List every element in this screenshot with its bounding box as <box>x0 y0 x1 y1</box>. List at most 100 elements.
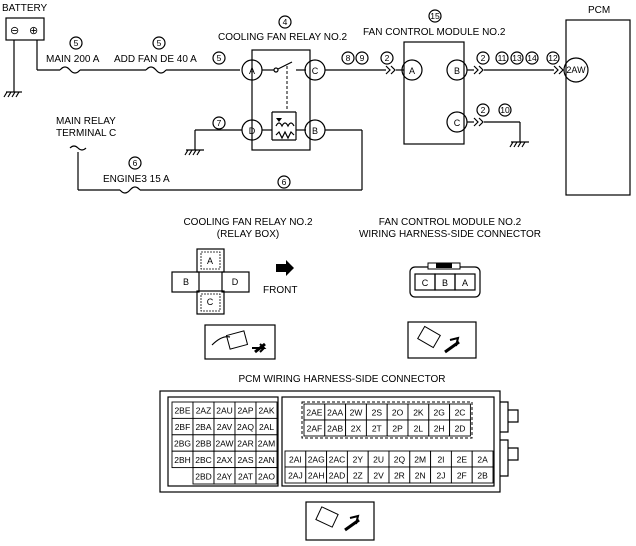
pcm-pin-label: 2B <box>477 471 488 481</box>
pcm-pin-label: 2R <box>394 471 405 481</box>
pcm-pin-label: 2AS <box>237 455 253 465</box>
relay-box-title-2: (RELAY BOX) <box>217 229 279 240</box>
relay-resistor-icon <box>275 130 295 140</box>
wire-ref: 11 <box>498 53 507 63</box>
relay-pin-d: D <box>249 126 256 136</box>
pcm-pin-label: 2BE <box>174 406 190 416</box>
pcm-pin-label: 2N <box>415 471 426 481</box>
pcm-pin-label: 2AH <box>308 471 325 481</box>
module-conn-pin-b: B <box>442 278 448 288</box>
wire-ref: 2 <box>385 53 390 63</box>
relay-coil-icon <box>275 122 295 128</box>
pcm-pin-label: 2AJ <box>288 471 303 481</box>
relay-box-pin-d: D <box>232 277 239 287</box>
plug-insert-icon <box>305 501 375 541</box>
pcm-pin-label: 2BH <box>174 455 191 465</box>
pcm-pin-label: 2K <box>413 408 424 418</box>
pcm-pin-label: 2M <box>414 455 426 465</box>
wire-ref: 6 <box>133 158 138 168</box>
module-conn-pin-a: A <box>462 278 468 288</box>
battery-label: BATTERY <box>2 3 48 14</box>
pcm-pin-cell <box>449 419 471 437</box>
wire-ref: 5 <box>157 38 162 48</box>
pcm-pin-label: 2H <box>434 424 445 434</box>
module-conn-title-1: FAN CONTROL MODULE NO.2 <box>379 217 522 228</box>
pcm-pin-label: 2C <box>455 408 466 418</box>
pcm-pin-label: 2Y <box>353 455 364 465</box>
relay-box-connector: A B D C <box>171 248 250 315</box>
pcm-label: PCM <box>588 5 610 16</box>
fuse-main-icon <box>59 66 81 74</box>
pcm-pin-label: 2BA <box>195 422 211 432</box>
pcm-pin-label: 2AI <box>289 455 302 465</box>
pcm-pin-label: 2S <box>372 408 383 418</box>
pcm-pin-2aw: 2AW <box>566 65 586 75</box>
battery-positive-icon: ⊕ <box>29 25 38 37</box>
module-ground-icon <box>509 141 529 148</box>
pcm-pin-label: 2AB <box>327 424 343 434</box>
wire-ref: 6 <box>282 177 287 187</box>
pcm-pin-label: 2BB <box>195 439 211 449</box>
wire-ref: 10 <box>500 105 510 115</box>
fuse-add-fan-label: ADD FAN DE 40 A <box>114 54 197 65</box>
relay-box-pin-c: C <box>207 297 214 307</box>
pcm-pin-label: 2AG <box>308 455 325 465</box>
pcm-pin-label: 2AY <box>217 471 233 481</box>
pcm-pin-label: 2AK <box>258 406 274 416</box>
pcm-pin-label: 2Q <box>394 455 406 465</box>
pcm-pin-label: 2AW <box>215 439 233 449</box>
pcm-pin-label: 2AE <box>306 408 322 418</box>
relay-diode-icon <box>276 118 282 122</box>
connector-icon <box>385 65 396 75</box>
pcm-pin-label: 2AD <box>329 471 346 481</box>
pcm-pin-label: 2AR <box>237 439 254 449</box>
pcm-pin-label: 2I <box>437 455 444 465</box>
battery-negative-icon: ⊖ <box>10 25 19 37</box>
module-ref: 15 <box>430 11 440 21</box>
wire-ref: 5 <box>217 53 222 63</box>
pcm-pin-label: 2BG <box>174 439 191 449</box>
pcm-pin-label: 2J <box>437 471 446 481</box>
module-connector: C B A <box>409 262 481 298</box>
pcm-pin-label: 2BC <box>195 455 212 465</box>
pcm-pin-label: 2L <box>414 424 424 434</box>
front-label: FRONT <box>263 285 297 296</box>
pcm-pin-cell <box>255 467 278 485</box>
pcm-pin-label: 2U <box>373 455 384 465</box>
relay-box-pin-a: A <box>207 256 213 266</box>
pcm-pin-label: 2D <box>455 424 466 434</box>
pcm-pin-label: 2AU <box>216 406 233 416</box>
pcm-pin-label: 2AQ <box>237 422 254 432</box>
battery-ground-icon <box>3 91 22 98</box>
front-arrow-icon <box>276 260 294 276</box>
module-pin-b: B <box>454 66 460 76</box>
pcm-pin-label: 2AN <box>258 455 275 465</box>
wire-ref: 8 <box>346 53 351 63</box>
wire-ref: 5 <box>74 38 79 48</box>
relay-pin-b: B <box>312 126 318 136</box>
relay-title: COOLING FAN RELAY NO.2 <box>218 32 348 43</box>
pcm-pin-label: 2AF <box>307 424 323 434</box>
pcm-pin-label: 2AL <box>259 422 274 432</box>
relay-pin-a: A <box>249 66 255 76</box>
wire-ref: 2 <box>481 105 486 115</box>
pcm-pin-label: 2G <box>434 408 445 418</box>
main-relay-label-2: TERMINAL C <box>56 128 116 139</box>
pcm-pin-label: 2AX <box>216 455 232 465</box>
relay-switch-icon <box>277 61 293 70</box>
pcm-pin-label: 2BF <box>175 422 191 432</box>
pcm-pin-label: 2AM <box>258 439 275 449</box>
relay-ground-icon <box>184 149 204 156</box>
wire-ref: 2 <box>481 53 486 63</box>
pcm-pin-label: 2P <box>392 424 403 434</box>
module-pin-c: C <box>454 118 461 128</box>
pcm-pin-cell <box>471 466 494 484</box>
pcm-pin-label: 2F <box>457 471 467 481</box>
wire-ref: 12 <box>548 53 558 63</box>
fuse-engine3-label: ENGINE3 15 A <box>103 174 170 185</box>
module-title: FAN CONTROL MODULE NO.2 <box>363 27 506 38</box>
relay-box <box>251 49 311 151</box>
pcm-box <box>565 19 631 196</box>
